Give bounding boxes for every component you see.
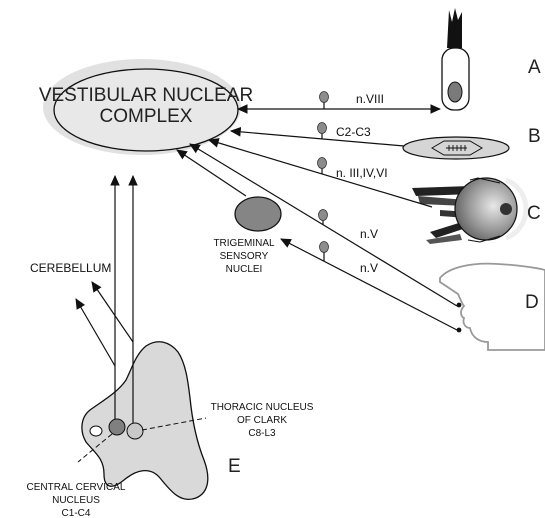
central-cervical-nucleus <box>109 419 125 435</box>
ganglion-v-upper <box>319 210 328 221</box>
eye-c <box>412 178 526 244</box>
ganglion-viii <box>320 92 329 103</box>
label-n-viii: n.VIII <box>356 92 384 106</box>
label-n-v-lower: n.V <box>360 261 378 275</box>
vestibular-nuclear-complex: VESTIBULAR NUCLEAR COMPLEX <box>39 59 253 155</box>
letter-a: A <box>528 57 541 78</box>
letter-b: B <box>528 126 541 147</box>
receptor-a-hair-cell <box>442 8 469 110</box>
complex-label-line2: COMPLEX <box>100 106 193 127</box>
receptor-b-neck-spindle <box>403 137 509 159</box>
central-canal <box>90 426 102 436</box>
label-cerebellum: CEREBELLUM <box>30 261 111 275</box>
letter-c: C <box>527 203 541 224</box>
tract-to-cerebellum-2 <box>92 282 133 342</box>
fiber-b-cervical <box>231 131 404 146</box>
clark-label-line3: C8-L3 <box>248 428 276 439</box>
cord-outline <box>82 342 208 500</box>
trigeminal-label-line1: TRIGEMINAL <box>213 238 275 249</box>
complex-label-line1: VESTIBULAR NUCLEAR <box>39 85 253 106</box>
clark-label-line2: OF CLARK <box>237 415 287 426</box>
label-n-v-upper: n.V <box>360 227 378 241</box>
tract-to-cerebellum-1 <box>76 299 115 366</box>
label-n-iii-iv-vi: n. III,IV,VI <box>336 166 388 180</box>
central-cervical-label-line1: CENTRAL CERVICAL <box>27 482 126 493</box>
clark-label-line1: THORACIC NUCLEUS <box>211 402 314 413</box>
letter-e: E <box>228 456 241 477</box>
spinal-cord-e <box>82 342 208 500</box>
fiber-c-ocular <box>209 140 432 207</box>
letter-d: D <box>525 292 539 313</box>
trigeminal-nucleus-shape <box>235 197 281 231</box>
ganglion-ocular <box>318 158 327 169</box>
central-cervical-label-line3: C1-C4 <box>62 508 91 518</box>
trigeminal-label-line2: SENSORY <box>220 251 269 262</box>
ganglion-cervical <box>318 123 327 134</box>
label-c2-c3: C2-C3 <box>336 125 371 139</box>
trigeminal-label-line3: NUCLEI <box>226 264 263 275</box>
central-cervical-label-line2: NUCLEUS <box>52 495 100 506</box>
clark-nucleus <box>127 423 143 439</box>
ganglion-v-lower <box>320 242 329 253</box>
trigeminal-sensory-nuclei: TRIGEMINAL SENSORY NUCLEI <box>213 197 281 275</box>
